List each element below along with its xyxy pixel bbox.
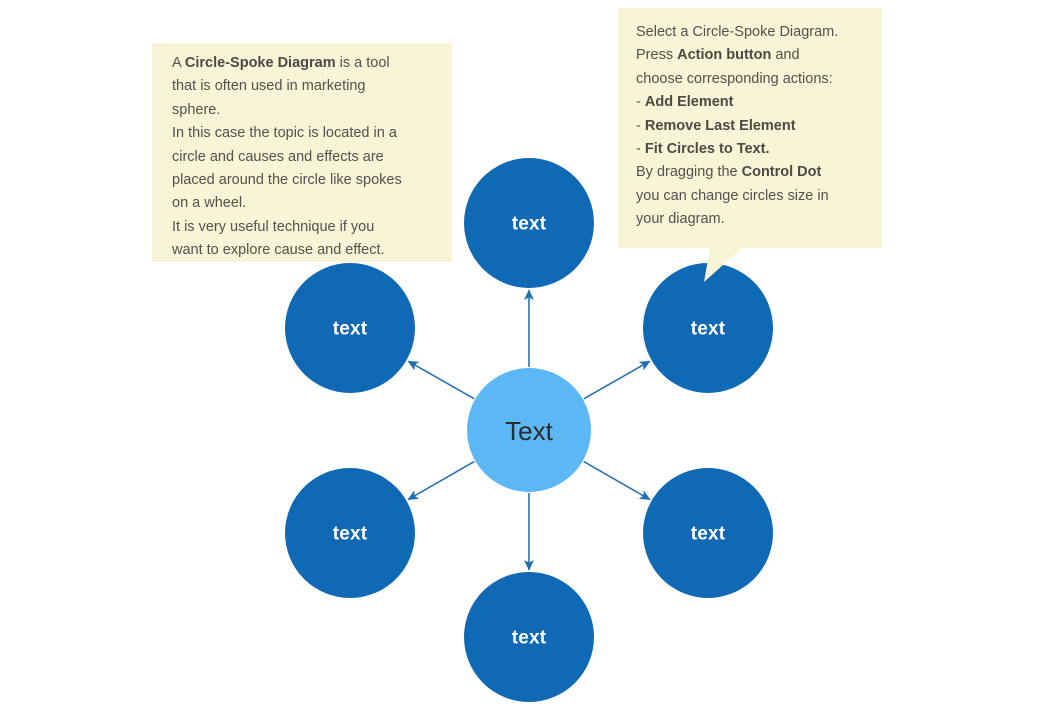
callout-emphasis: Remove Last Element [644, 117, 796, 134]
callout-line: circle and causes and effects are [172, 146, 436, 169]
node-lower-right[interactable]: text [643, 468, 773, 598]
callout-text: - [636, 94, 645, 111]
callout-line: By dragging the Control Dot [636, 161, 870, 184]
node-lower-right-label: text [691, 524, 726, 545]
node-upper-left[interactable]: text [285, 263, 415, 393]
spoke-to-upper-left[interactable] [407, 360, 475, 400]
spoke-to-lower-left[interactable] [407, 460, 475, 501]
callout-text: - [636, 117, 645, 134]
callout-text: your diagram. [636, 211, 725, 228]
callout-text: A [172, 55, 185, 71]
callout-line: - Remove Last Element [636, 115, 870, 138]
node-lower-left-label: text [333, 524, 368, 545]
node-top[interactable]: text [464, 158, 594, 288]
center-node-label: Text [505, 416, 553, 446]
callout-text: you can change circles size in [636, 187, 829, 204]
callout-instructions-tail-icon [704, 248, 742, 282]
node-upper-left-label: text [333, 319, 368, 340]
callout-instructions-text: Select a Circle-Spoke Diagram. Press Acti… [636, 21, 870, 232]
center-node[interactable]: Text [467, 368, 591, 492]
callout-line: your diagram. [636, 208, 870, 231]
callout-text: that is often used in marketing [172, 78, 366, 95]
node-upper-right-shape[interactable] [643, 263, 773, 393]
node-lower-right-shape[interactable] [643, 468, 773, 598]
callout-line: want to explore cause and effect. [172, 239, 436, 262]
node-bottom[interactable]: text [464, 572, 594, 702]
callout-text: choose corresponding actions: [636, 70, 833, 87]
callout-line: choose corresponding actions: [636, 68, 870, 91]
spoke-to-upper-right[interactable] [583, 360, 651, 400]
callout-line: that is often used in marketing [172, 75, 436, 98]
node-bottom-label: text [512, 628, 547, 649]
spoke-to-lower-right[interactable] [583, 460, 651, 501]
callout-line: sphere. [172, 99, 436, 122]
callout-text: placed around the circle like spokes [172, 172, 402, 189]
node-top-label: text [512, 214, 547, 235]
node-upper-left-shape[interactable] [285, 263, 415, 393]
node-upper-right[interactable]: text [643, 263, 773, 393]
callout-text: Press [636, 47, 678, 64]
callout-line: It is very useful technique if you [172, 216, 436, 239]
callout-line: Press Action button and [636, 44, 870, 67]
node-lower-left[interactable]: text [285, 468, 415, 598]
callout-line: you can change circles size in [636, 185, 870, 208]
callout-line: - Fit Circles to Text. [636, 138, 870, 161]
callout-instructions: Select a Circle-Spoke Diagram. Press Acti… [618, 8, 882, 248]
node-top-shape[interactable] [464, 158, 594, 288]
callout-text: - [636, 141, 645, 158]
callout-text: on a wheel. [172, 195, 247, 212]
callout-emphasis: Circle-Spoke Diagram [184, 55, 336, 71]
callout-description: A Circle-Spoke Diagram is a tool that is … [152, 43, 452, 262]
callout-line: on a wheel. [172, 192, 436, 215]
node-lower-left-shape[interactable] [285, 468, 415, 598]
callout-text: In this case the topic is located in a [172, 125, 397, 142]
callout-text: and [771, 47, 800, 64]
callout-text: is a tool [335, 55, 390, 71]
callout-text: want to explore cause and effect. [172, 242, 385, 259]
callout-description-text: A Circle-Spoke Diagram is a tool that is … [172, 52, 436, 263]
callout-text: By dragging the [636, 164, 742, 181]
callout-text: It is very useful technique if you [172, 218, 375, 235]
callout-line: placed around the circle like spokes [172, 169, 436, 192]
spokes-group [407, 289, 651, 571]
callout-emphasis: Add Element [644, 94, 734, 111]
callout-emphasis: Action button [677, 47, 772, 64]
callout-text: sphere. [172, 101, 221, 118]
callout-emphasis: Control Dot [741, 164, 822, 181]
callout-line: A Circle-Spoke Diagram is a tool [172, 52, 436, 75]
callout-line: Select a Circle-Spoke Diagram. [636, 21, 870, 44]
callout-emphasis: Fit Circles to Text. [644, 141, 770, 158]
callout-line: - Add Element [636, 91, 870, 114]
callout-text: Select a Circle-Spoke Diagram. [636, 24, 839, 40]
center-node-shape[interactable] [467, 368, 591, 492]
callout-line: In this case the topic is located in a [172, 122, 436, 145]
callout-text: circle and causes and effects are [172, 148, 384, 165]
node-bottom-shape[interactable] [464, 572, 594, 702]
node-upper-right-label: text [691, 319, 726, 340]
